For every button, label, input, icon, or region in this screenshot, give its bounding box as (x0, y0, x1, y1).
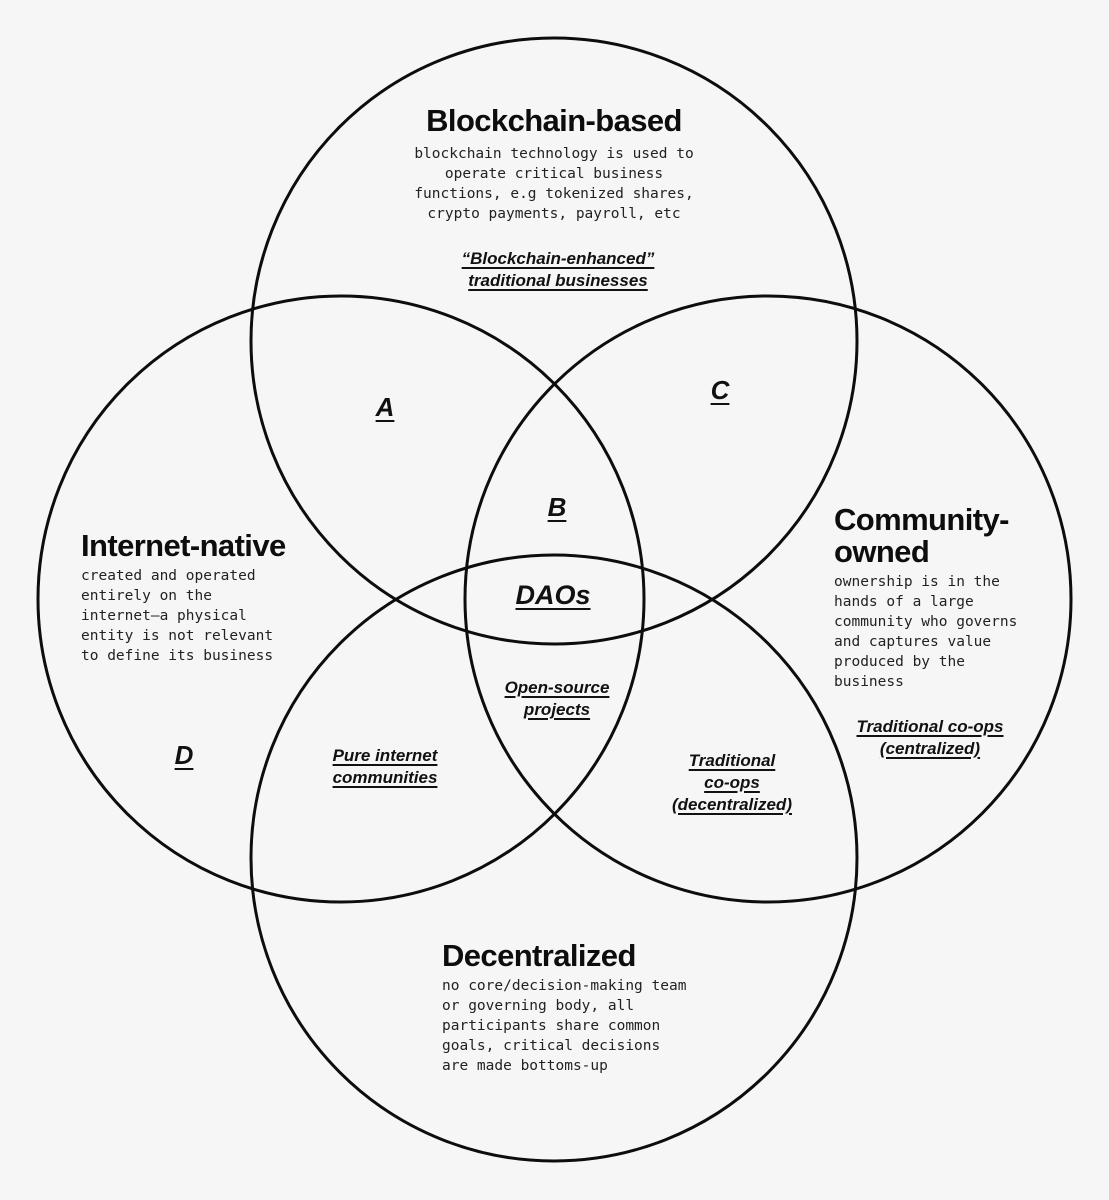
circle-blockchain-based (249, 36, 859, 646)
region-line: Pure internet (332, 746, 438, 765)
region-pure-internet-communities: Pure internet communities (333, 745, 438, 789)
desc-line: and captures value (834, 634, 992, 650)
region-line: (centralized) (879, 739, 981, 758)
desc-line: internet—a physical (81, 608, 247, 624)
region-line: “Blockchain-enhanced” (461, 249, 655, 268)
region-line: Open-source (504, 678, 610, 697)
title-line: owned (834, 534, 930, 569)
region-daos-label: DAOs (515, 580, 591, 610)
desc-line: entirely on the (81, 588, 212, 604)
circle-decentralized (249, 553, 859, 1163)
region-line: (decentralized) (672, 795, 792, 814)
region-traditional-coops-centralized: Traditional co-ops (centralized) (856, 716, 1003, 760)
desc-line: functions, e.g tokenized shares, (414, 186, 694, 202)
desc-line: goals, critical decisions (442, 1038, 661, 1054)
region-line: Traditional (688, 751, 776, 770)
desc-line: or governing body, all (442, 998, 635, 1014)
decentralized-title: Decentralized (442, 938, 636, 973)
desc-line: participants share common (442, 1018, 661, 1034)
decentralized-description: no core/decision-making team or governin… (442, 976, 686, 1076)
region-a-label: A (375, 392, 395, 422)
desc-line: are made bottoms-up (442, 1058, 608, 1074)
blockchain-based-description: blockchain technology is used to operate… (414, 144, 693, 224)
desc-line: business (834, 674, 904, 690)
desc-line: no core/decision-making team (442, 978, 687, 994)
desc-line: crypto payments, payroll, etc (427, 206, 681, 222)
desc-line: ownership is in the (834, 574, 1000, 590)
region-d-label: D (174, 740, 194, 770)
region-blockchain-enhanced: “Blockchain-enhanced” traditional busine… (462, 248, 655, 292)
community-owned-title: Community- owned (834, 504, 1009, 568)
desc-line: produced by the (834, 654, 965, 670)
circle-internet-native (36, 294, 646, 904)
title-line: Community- (834, 502, 1009, 537)
desc-line: operate critical business (444, 166, 664, 182)
region-open-source-projects: Open-source projects (505, 677, 610, 721)
desc-line: to define its business (81, 648, 274, 664)
desc-line: community who governs (834, 614, 1018, 630)
desc-line: hands of a large (834, 594, 974, 610)
region-line: communities (332, 768, 438, 787)
region-b-label: B (547, 492, 567, 522)
region-traditional-coops-decentralized: Traditional co-ops (decentralized) (672, 750, 792, 816)
desc-line: blockchain technology is used to (414, 146, 694, 162)
region-line: co-ops (704, 773, 760, 792)
desc-line: entity is not relevant (81, 628, 274, 644)
circle-community-owned (463, 294, 1073, 904)
internet-native-title: Internet-native (81, 528, 286, 563)
community-owned-description: ownership is in the hands of a large com… (834, 572, 1017, 692)
desc-line: created and operated (81, 568, 256, 584)
region-line: Traditional co-ops (856, 717, 1004, 736)
internet-native-description: created and operated entirely on the int… (81, 566, 273, 666)
region-line: projects (523, 700, 591, 719)
region-c-label: C (710, 375, 730, 405)
blockchain-based-title: Blockchain-based (426, 103, 682, 138)
region-line: traditional businesses (468, 271, 648, 290)
